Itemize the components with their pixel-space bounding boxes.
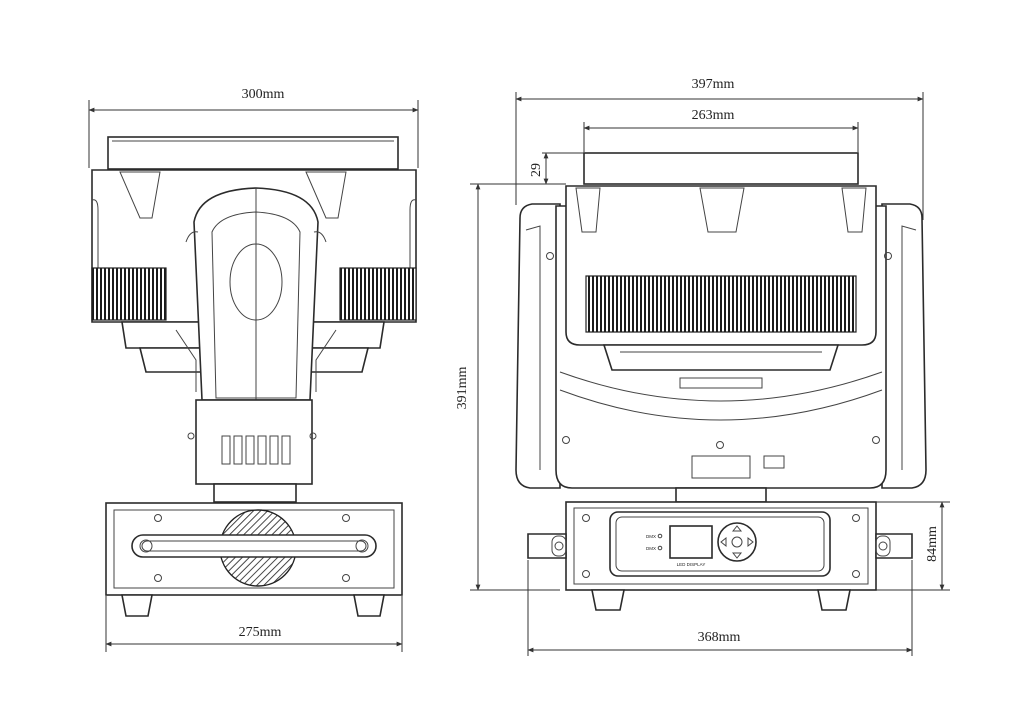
dimension-side-handle-width: 263mm <box>583 108 859 152</box>
dimension-side-base-height: 84mm <box>876 501 950 591</box>
dimension-side-offset: 29 <box>470 152 584 185</box>
led-display <box>669 525 713 559</box>
panel-label-1: DMX <box>646 534 656 539</box>
dimension-front-top-width: 300mm <box>88 87 419 168</box>
dimension-label-29: 29 <box>529 163 544 177</box>
front-base-handle <box>131 534 377 558</box>
side-label-plate <box>691 455 751 479</box>
nav-buttons[interactable] <box>717 522 757 562</box>
dimension-label-84mm: 84mm <box>925 526 940 562</box>
side-view: 397mm 263mm 29 391mm <box>455 77 950 656</box>
front-foot-left <box>121 594 153 617</box>
dimension-label-275mm: 275mm <box>239 625 282 640</box>
side-yoke-left <box>515 203 561 489</box>
dimension-label-263mm: 263mm <box>692 108 735 123</box>
dimension-label-368mm: 368mm <box>698 630 741 645</box>
side-foot-right <box>817 589 851 611</box>
dimension-front-base-width: 275mm <box>105 596 403 652</box>
dimension-side-base-width: 368mm <box>527 560 913 656</box>
side-bracket-left <box>527 533 567 559</box>
front-right-vent <box>339 267 417 321</box>
front-neck-slots <box>221 435 291 465</box>
dimension-label-397mm: 397mm <box>692 77 735 92</box>
side-head-vent <box>585 275 857 333</box>
dimension-label-300mm: 300mm <box>242 87 285 102</box>
side-bracket-right <box>875 533 913 559</box>
side-yoke-right <box>881 203 927 489</box>
front-foot-right <box>353 594 385 617</box>
front-left-vent <box>91 267 167 321</box>
dimension-side-total-width: 397mm <box>515 77 924 220</box>
front-view: 300mm <box>88 87 419 652</box>
led-display-label: LED DISPLAY <box>677 562 706 567</box>
side-foot-left <box>591 589 625 611</box>
panel-label-2: DMX <box>646 546 656 551</box>
dimension-label-391mm: 391mm <box>455 367 470 410</box>
side-handle <box>583 152 859 185</box>
front-handle <box>107 136 399 170</box>
dimension-side-height: 391mm <box>455 183 560 591</box>
control-panel: DMX DMX LED DISPLAY <box>609 511 831 577</box>
